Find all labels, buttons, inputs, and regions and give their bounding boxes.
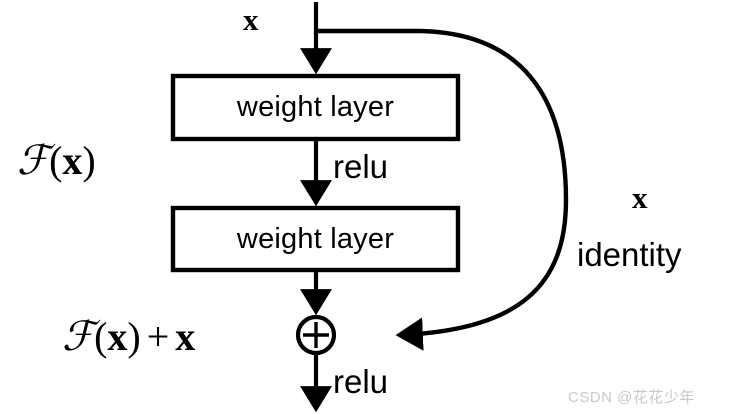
paren-open-glyph-2: ( bbox=[94, 314, 108, 359]
bold-x-glyph-2: x bbox=[107, 314, 128, 359]
output-sum-label: ℱ(x)+x bbox=[62, 316, 195, 357]
relu-middle-label: relu bbox=[333, 148, 389, 185]
weight-layer-2-label: weight layer bbox=[236, 222, 395, 255]
weight-layer-2-box bbox=[170, 205, 461, 273]
bold-x-glyph-3: x bbox=[175, 314, 196, 359]
shortcut-identity-label: identity bbox=[577, 236, 682, 273]
weight-layer-1-label: weight layer bbox=[236, 91, 395, 123]
paren-close-glyph: ) bbox=[82, 138, 96, 183]
paren-open-glyph: ( bbox=[49, 138, 63, 183]
relu-bottom-label: relu bbox=[333, 363, 389, 400]
paren-close-glyph-2: ) bbox=[127, 314, 141, 359]
shortcut-x-label: x bbox=[632, 180, 648, 215]
input-x-label: x bbox=[243, 2, 259, 37]
bold-x-glyph: x bbox=[62, 138, 83, 183]
function-fx-label: ℱ(x) bbox=[17, 140, 96, 181]
caligraphic-f-glyph: ℱ bbox=[17, 136, 50, 184]
plus-sign-glyph: + bbox=[146, 314, 170, 359]
caligraphic-f-glyph-2: ℱ bbox=[62, 312, 95, 360]
watermark-text: CSDN @花花少年 bbox=[568, 389, 695, 406]
edge-skip-connection bbox=[316, 28, 569, 351]
